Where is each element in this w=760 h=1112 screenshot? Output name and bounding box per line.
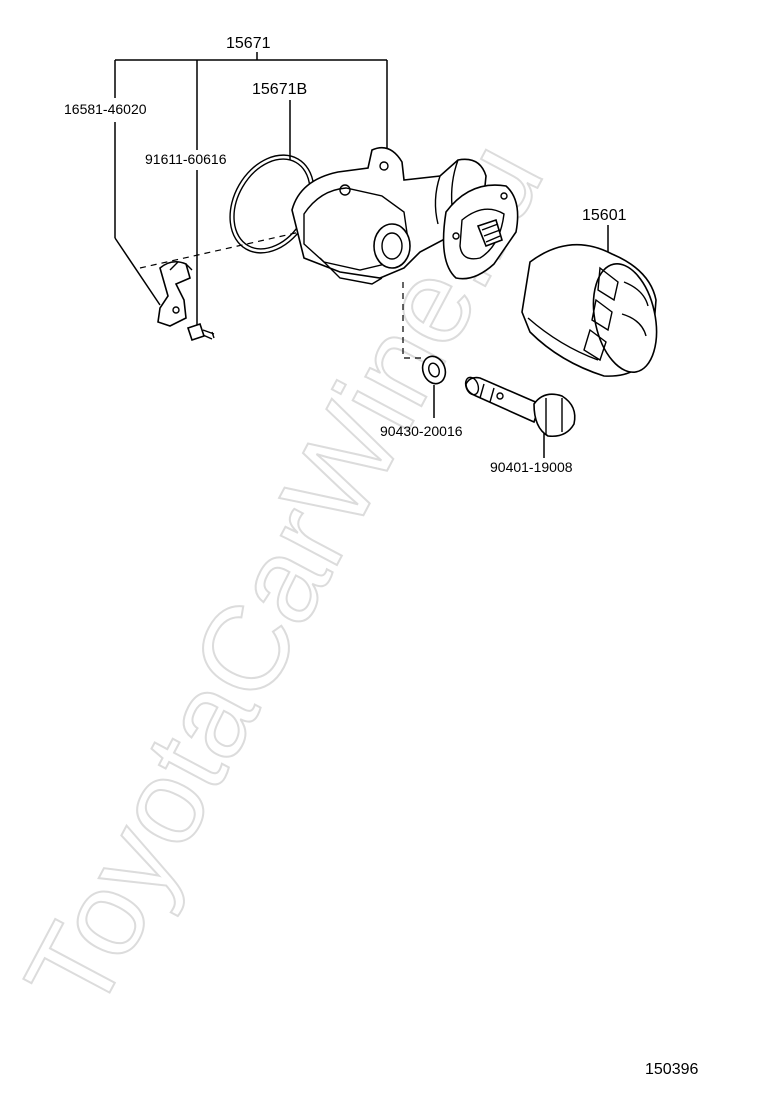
diagram-id: 150396 [645,1061,698,1078]
bracket-part [157,260,193,327]
label-union-bolt: 90401-19008 [490,459,573,475]
leader-assembly [114,52,388,330]
label-gasket: 15671B [252,81,307,98]
label-assembly: 15671 [226,35,271,52]
filter-bracket-body [291,146,519,285]
assembly-dash-washer [402,282,425,359]
label-washer: 90430-20016 [380,423,463,439]
label-plug: 91611-60616 [145,151,227,167]
washer-part [421,355,447,385]
plug-part [186,322,215,342]
assembly-dash-bracket [139,231,301,269]
oil-filter-part [521,243,658,377]
label-filter: 15601 [582,207,627,224]
label-bracket: 16581-46020 [64,101,147,117]
union-bolt-part [464,376,576,438]
